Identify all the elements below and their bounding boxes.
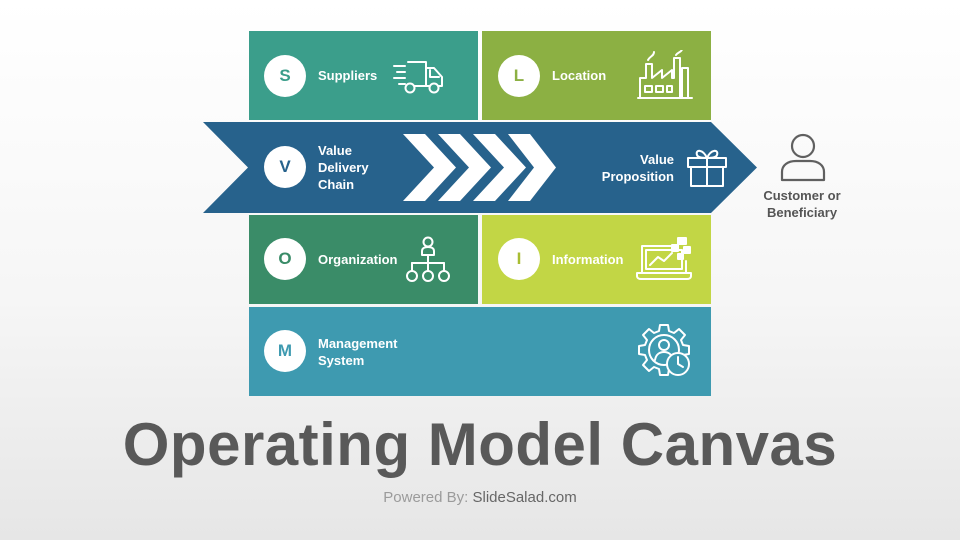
information-letter: I [498, 238, 540, 280]
customer-line-1: Customer or [763, 188, 841, 203]
value-proposition-line-1: Value [640, 152, 674, 167]
value-delivery-letter: V [264, 146, 306, 188]
organization-block: O Organization [249, 215, 478, 304]
organization-label: Organization [318, 252, 398, 267]
management-line-1: Management [318, 336, 398, 351]
value-delivery-arrow [203, 122, 757, 213]
page-title: Operating Model Canvas [122, 411, 838, 478]
chevrons-icon [403, 134, 556, 201]
location-block: L Location [482, 31, 711, 120]
organization-letter: O [264, 238, 306, 280]
gear-person-icon [638, 324, 690, 376]
management-block: M Management System [249, 307, 711, 396]
user-icon [780, 133, 826, 182]
gift-icon [687, 149, 727, 187]
powered-by-site: SlideSalad.com [472, 489, 577, 506]
value-delivery-line-3: Chain [318, 177, 355, 192]
org-chart-icon [406, 236, 450, 282]
powered-by-prefix: Powered By: [383, 489, 469, 506]
value-proposition-label: Value Proposition [574, 151, 674, 185]
information-block: I Information [482, 215, 711, 304]
location-letter: L [498, 55, 540, 97]
suppliers-letter: S [264, 55, 306, 97]
customer-line-2: Beneficiary [766, 205, 838, 220]
customer-label: Customer or Beneficiary [752, 187, 852, 221]
location-label: Location [552, 68, 607, 83]
powered-by: Powered By: SlideSalad.com [0, 489, 960, 506]
information-label: Information [552, 252, 624, 267]
value-delivery-label: Value Delivery Chain [318, 142, 369, 193]
delivery-truck-icon [393, 61, 443, 94]
value-delivery-line-1: Value [318, 143, 352, 158]
laptop-chart-icon [636, 237, 692, 280]
factory-icon [637, 50, 693, 99]
suppliers-block: S Suppliers [249, 31, 478, 120]
management-line-2: System [318, 353, 365, 368]
management-label: Management System [318, 335, 397, 369]
suppliers-label: Suppliers [318, 68, 378, 83]
value-proposition-line-2: Proposition [601, 169, 674, 184]
value-delivery-line-2: Delivery [318, 160, 369, 175]
management-letter: M [264, 330, 306, 372]
